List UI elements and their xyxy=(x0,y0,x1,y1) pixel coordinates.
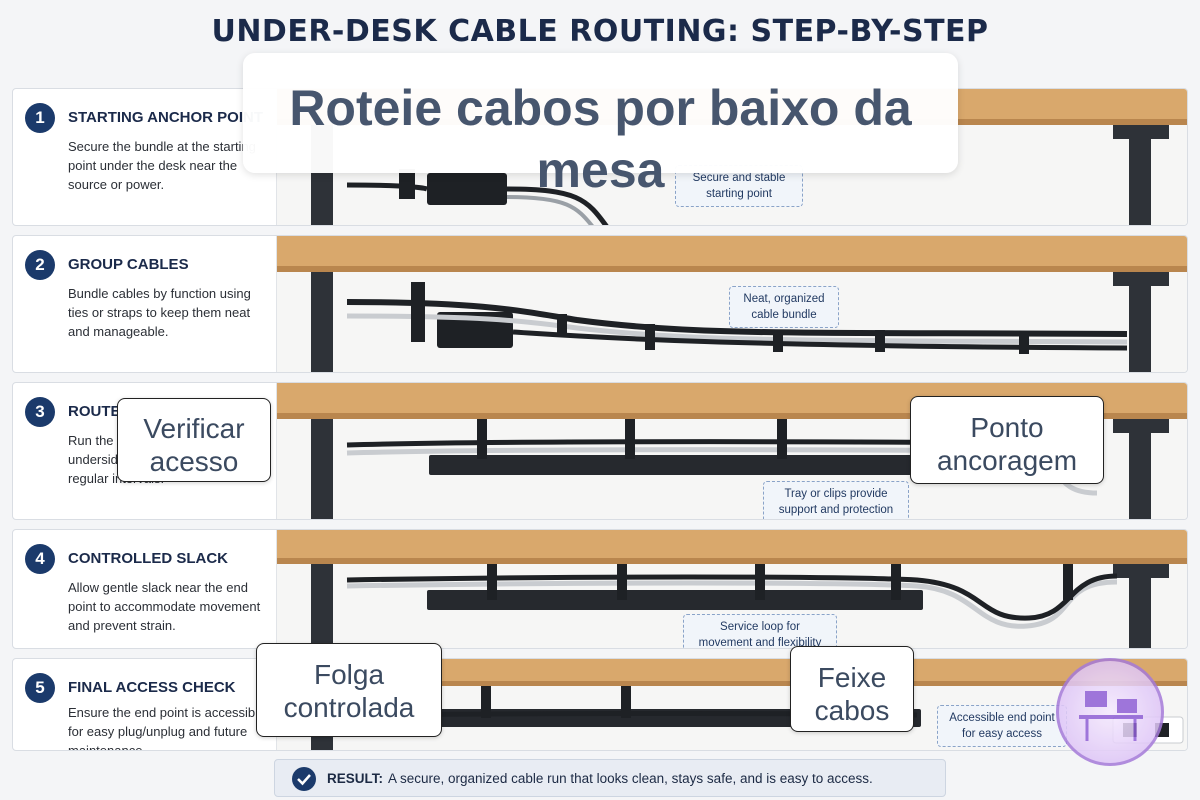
callout-access: Accessible end point for easy access xyxy=(937,705,1067,747)
step-number-badge: 2 xyxy=(25,250,55,280)
desk-illustration-2: Neat, organized cable bundle xyxy=(277,236,1187,372)
label-cable-bundle: Feixe cabos xyxy=(790,646,914,732)
step-number-badge: 1 xyxy=(25,103,55,133)
step-title: STARTING ANCHOR POINT xyxy=(68,109,263,126)
desk-illustration-4: Service loop for movement and flexibilit… xyxy=(277,530,1187,648)
label-anchor-point: Ponto ancoragem xyxy=(910,396,1104,484)
step-title: GROUP CABLES xyxy=(68,256,189,273)
step-row-4: 4 CONTROLLED SLACK Allow gentle slack ne… xyxy=(12,529,1188,649)
page-title: UNDER-DESK CABLE ROUTING: STEP-BY-STEP xyxy=(211,14,989,49)
step-title: CONTROLLED SLACK xyxy=(68,550,228,567)
label-verify-access: Verificar acesso xyxy=(117,398,271,482)
step-description: Ensure the end point is accessible for e… xyxy=(68,705,266,751)
overlay-title-card: Roteie cabos por baixo da mesa xyxy=(243,53,958,198)
step-number-badge: 4 xyxy=(25,544,55,574)
step-description: Bundle cables by function using ties or … xyxy=(68,286,251,339)
check-circle-icon xyxy=(292,767,316,791)
step-description: Secure the bundle at the starting point … xyxy=(68,139,256,192)
result-banner: RESULT: A secure, organized cable run tha… xyxy=(274,759,946,797)
step-panel-2: 2 GROUP CABLES Bundle cables by function… xyxy=(13,236,277,372)
result-text: A secure, organized cable run that looks… xyxy=(388,771,873,786)
label-controlled-slack: Folga controlada xyxy=(256,643,442,737)
callout-tray: Tray or clips provide support and protec… xyxy=(763,481,909,519)
step-number-badge: 3 xyxy=(25,397,55,427)
watermark-badge-icon xyxy=(1056,658,1164,766)
step-number-badge: 5 xyxy=(25,673,55,703)
callout-bundle: Neat, organized cable bundle xyxy=(729,286,839,328)
step-panel-4: 4 CONTROLLED SLACK Allow gentle slack ne… xyxy=(13,530,277,648)
desk-drawing xyxy=(277,530,1187,648)
step-title: FINAL ACCESS CHECK xyxy=(68,679,236,696)
step-description: Allow gentle slack near the end point to… xyxy=(68,580,261,633)
step-row-2: 2 GROUP CABLES Bundle cables by function… xyxy=(12,235,1188,373)
result-label: RESULT: xyxy=(327,771,383,786)
callout-slack: Service loop for movement and flexibilit… xyxy=(683,614,837,648)
step-row-5: 5 FINAL ACCESS CHECK Ensure the end poin… xyxy=(12,658,1188,751)
step-panel-1: 1 STARTING ANCHOR POINT Secure the bundl… xyxy=(13,89,277,225)
desk-drawing xyxy=(277,236,1187,372)
step-panel-5: 5 FINAL ACCESS CHECK Ensure the end poin… xyxy=(13,659,277,750)
